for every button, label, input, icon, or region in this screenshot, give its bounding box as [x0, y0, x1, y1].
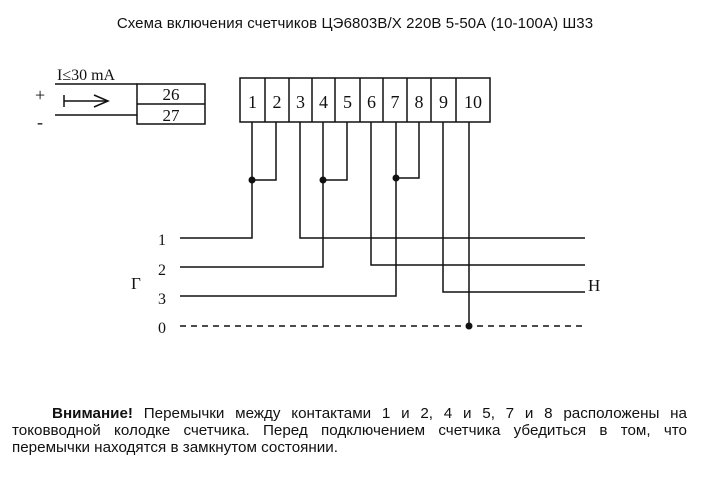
terminal-label: 5: [343, 92, 352, 112]
warning-note: Внимание! Перемычки между контактами 1 и…: [12, 405, 687, 456]
line-label: 0: [158, 320, 166, 337]
warning-text: Перемычки между контактами 1 и 2, 4 и 5,…: [12, 405, 687, 456]
line-label: 3: [158, 291, 166, 308]
line-3-input: [180, 178, 397, 297]
terminal-label: 2: [273, 92, 282, 112]
pulse-terminal-label: 26: [163, 85, 180, 104]
line-1-output: [299, 122, 585, 239]
jumper-7-8: [396, 122, 420, 179]
line-wires: [180, 122, 585, 327]
junction-dots: [248, 174, 473, 330]
junction-dot: [465, 322, 473, 330]
warning-heading: Внимание!: [52, 405, 133, 422]
terminal-label: 7: [391, 92, 400, 112]
pulse-output-block: [55, 83, 206, 125]
terminal-label: 4: [319, 92, 328, 112]
junction-dot: [248, 176, 256, 184]
jumper-1-2: [252, 122, 277, 181]
load-label: Н: [588, 276, 600, 295]
terminal-block: [239, 77, 491, 123]
line-2-input: [180, 180, 324, 268]
terminal-label: 8: [415, 92, 424, 112]
terminal-label: 9: [439, 92, 448, 112]
junction-dot: [392, 174, 400, 182]
line-label: 1: [158, 232, 166, 249]
junction-dot: [319, 176, 327, 184]
line-1-input: [180, 180, 253, 239]
terminal-label: 10: [464, 92, 482, 112]
line-2-output: [370, 122, 585, 266]
jumpers: [251, 122, 420, 181]
diagram-title: Схема включения счетчиков ЦЭ6803В/Х 220В…: [116, 15, 594, 32]
current-direction-head: [93, 94, 110, 108]
terminal-label: 6: [367, 92, 376, 112]
terminal-label: 1: [248, 92, 257, 112]
terminal-label: 3: [296, 92, 305, 112]
pulse-terminal-label: 27: [163, 106, 181, 125]
jumper-4-5: [323, 122, 348, 181]
line-3-output: [442, 122, 585, 293]
line-label: 2: [158, 262, 166, 279]
generator-label: Г: [131, 274, 141, 293]
terminal-block-frame: [239, 77, 491, 123]
minus-sign: -: [37, 112, 43, 132]
plus-sign: +: [35, 85, 45, 105]
current-limit-label: I≤30 mA: [57, 67, 116, 84]
